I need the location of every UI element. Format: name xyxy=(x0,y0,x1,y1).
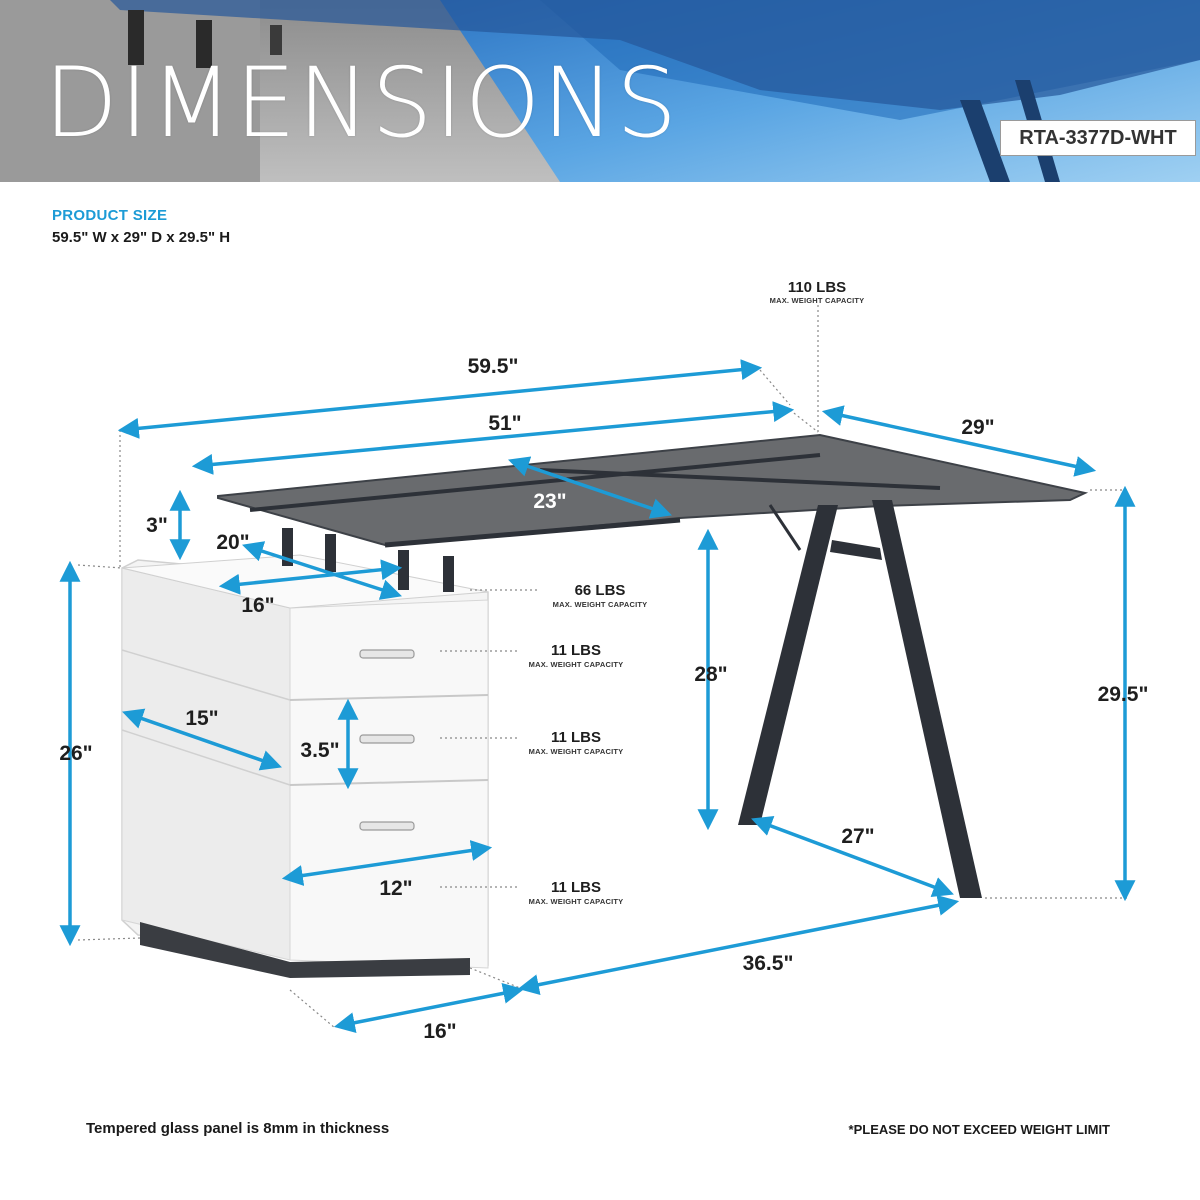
label-overall-width: 59.5" xyxy=(468,355,519,378)
weight-top-caption: MAX. WEIGHT CAPACITY xyxy=(770,296,865,305)
weight-shelf-caption: MAX. WEIGHT CAPACITY xyxy=(553,600,648,609)
label-leg-span: 27" xyxy=(841,825,874,848)
weight-drawer-1: 11 LBS xyxy=(551,642,601,659)
label-shelf-depth: 20" xyxy=(216,531,249,554)
weight-drawer-2: 11 LBS xyxy=(551,729,601,746)
label-shelf-width: 16" xyxy=(241,594,274,617)
label-drawer-height: 3.5" xyxy=(300,739,339,762)
page-title: DIMENSIONS xyxy=(44,47,680,159)
banner-photo xyxy=(0,0,1200,182)
leader-lines xyxy=(77,305,1130,1029)
label-depth: 29" xyxy=(961,416,994,439)
label-drawer-width: 12" xyxy=(379,877,412,900)
label-top-width: 51" xyxy=(488,412,521,435)
glass-thickness-note: Tempered glass panel is 8mm in thickness xyxy=(86,1120,390,1137)
label-cabinet-height: 26" xyxy=(59,742,92,765)
weight-limit-warning: *PLEASE DO NOT EXCEED WEIGHT LIMIT xyxy=(848,1122,1110,1137)
product-size-value: 59.5" W x 29" D x 29.5" H xyxy=(52,229,231,246)
sku-badge: RTA-3377D-WHT xyxy=(1000,120,1196,156)
weight-drawer-2-caption: MAX. WEIGHT CAPACITY xyxy=(529,747,624,756)
label-shelf-gap: 3" xyxy=(146,514,168,537)
product-size-label: PRODUCT SIZE xyxy=(52,207,168,224)
weight-top: 110 LBS xyxy=(788,279,846,296)
label-drawer-depth: 15" xyxy=(185,707,218,730)
weight-drawer-1-caption: MAX. WEIGHT CAPACITY xyxy=(529,660,624,669)
label-leg-clearance: 28" xyxy=(694,663,727,686)
dimension-arrows xyxy=(59,359,1136,1034)
label-base-length: 36.5" xyxy=(743,952,794,975)
label-cabinet-width: 16" xyxy=(423,1020,456,1043)
header-banner: DIMENSIONS RTA-3377D-WHT xyxy=(0,0,1200,182)
weight-labels: 110 LBS MAX. WEIGHT CAPACITY 66 LBS MAX.… xyxy=(529,279,865,906)
weight-drawer-3-caption: MAX. WEIGHT CAPACITY xyxy=(529,897,624,906)
weight-shelf: 66 LBS xyxy=(575,582,626,599)
weight-drawer-3: 11 LBS xyxy=(551,879,601,896)
label-total-height: 29.5" xyxy=(1098,683,1149,706)
dimension-labels: 59.5" 51" 29" 23" 3" 20" 16" 26" 15" 3.5… xyxy=(59,355,1148,1043)
label-inner-diag: 23" xyxy=(533,490,566,513)
